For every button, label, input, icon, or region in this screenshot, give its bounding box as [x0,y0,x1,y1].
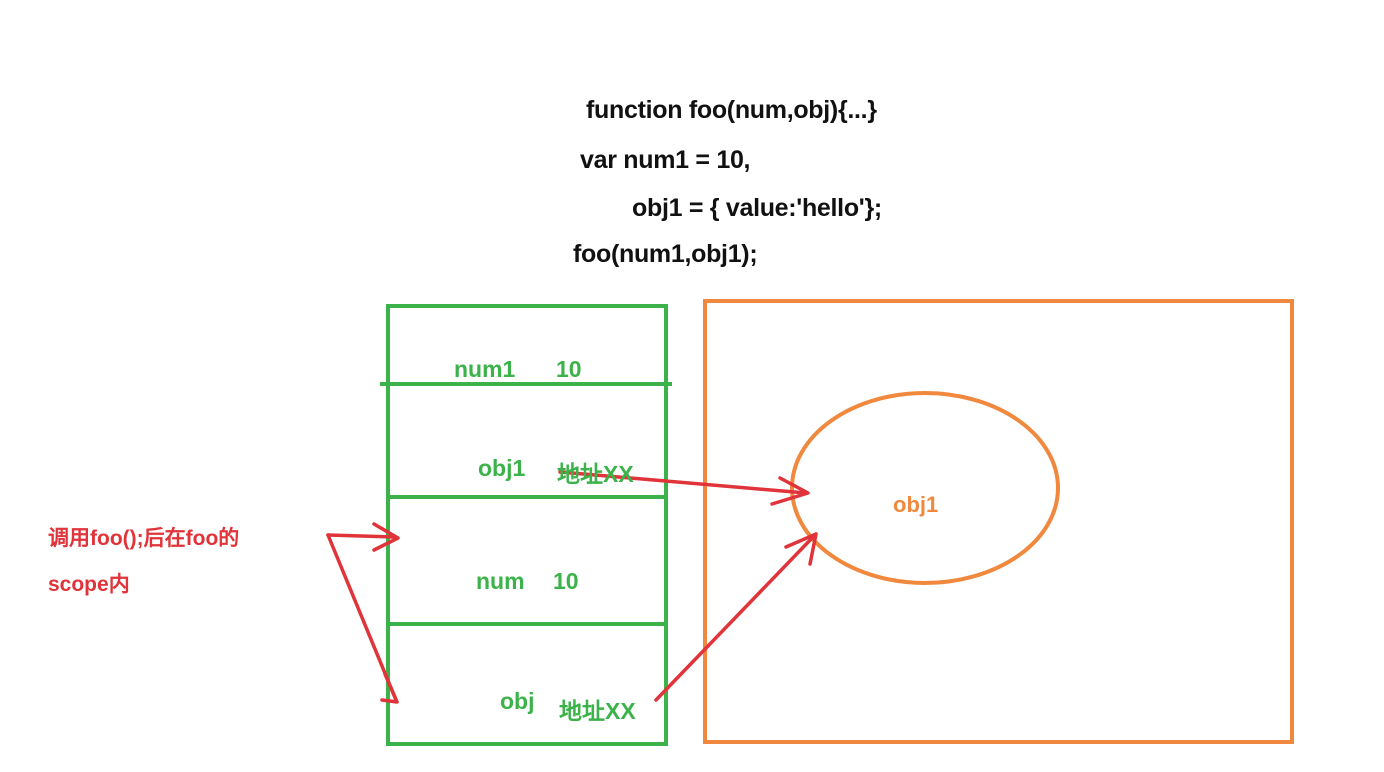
code-line-obj1: obj1 = { value:'hello'}; [632,194,882,222]
stack-cell-num1-name: num1 [454,356,516,382]
code-line-var-num1: var num1 = 10, [580,146,751,174]
code-line-call: foo(num1,obj1); [573,240,758,268]
stack-cell-num-value: 10 [553,568,579,594]
stack-cell-obj-value: 地址XX [559,698,636,724]
heap-object-ellipse [790,391,1060,585]
stack-cell-obj1-name: obj1 [478,455,526,481]
annotation-line-1: 调用foo();后在foo的 [48,527,240,550]
stack-cell-num1-value: 10 [556,356,582,382]
stack-cell-obj-name: obj [500,688,535,714]
annotation-line-2: scope内 [48,573,130,596]
annotation-arrows [326,522,400,704]
stack-cell-num-name: num [476,568,525,594]
stack-cell-obj1-value: 地址XX [557,461,634,487]
heap-object-label: obj1 [893,492,939,517]
obj-reference-arrow [654,532,818,702]
code-line-function: function foo(num,obj){...} [586,96,877,124]
heap-box [703,299,1294,744]
obj1-reference-arrow [558,470,810,506]
stack-box [386,304,668,746]
